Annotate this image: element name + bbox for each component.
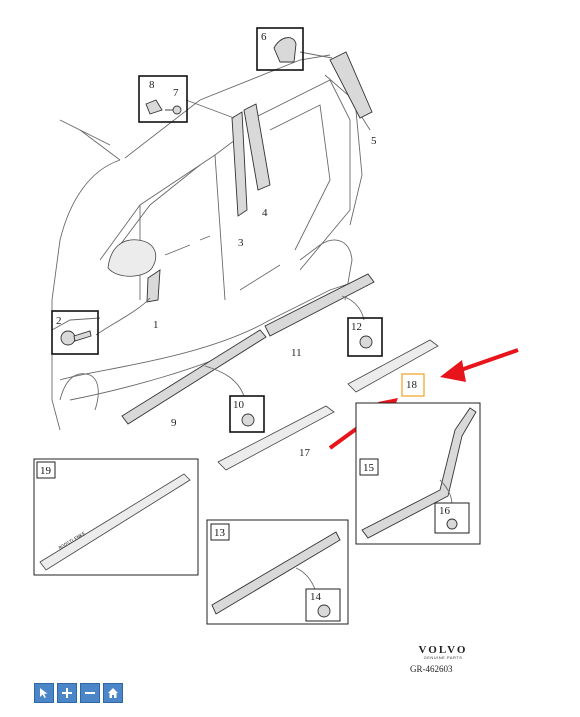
svg-text:16: 16 [439,505,451,517]
part-5-rear-pillar-trim [329,51,373,119]
home-icon [108,688,118,698]
brand-subtitle: GENUINE PARTS [423,655,463,660]
part-1-mirror-trim [146,269,161,303]
volvo-logo: VOLVO [418,644,468,656]
zoom-in-button[interactable] [57,683,77,703]
svg-text:12: 12 [351,321,362,333]
callout-box-10: 10 [229,395,265,433]
label-11: 11 [291,347,302,359]
label-4: 4 [262,207,268,219]
leader-7-8 [185,99,235,119]
svg-text:7: 7 [173,87,179,99]
part-4-pillar-trim [243,103,271,191]
label-1: 1 [153,319,159,331]
home-button[interactable] [103,683,123,703]
svg-text:10: 10 [233,399,245,411]
callout-box-6: 6 [256,27,304,71]
callout-box-7-8: 8 7 [138,75,188,123]
label-5: 5 [371,135,377,147]
svg-text:14: 14 [310,591,322,603]
car-body-outline [51,54,371,431]
label-9: 9 [171,417,177,429]
leader-10 [204,365,245,397]
svg-text:8: 8 [149,79,155,91]
part-9-front-sill-moulding [121,329,267,425]
part-17-scuff-plate [217,405,335,471]
volvo-brand: VOLVO GENUINE PARTS [408,644,478,660]
leader-2 [95,297,151,336]
viewer-toolbar [34,683,123,703]
callout-box-2: 2 [51,310,99,355]
part-3-b-pillar-trim [231,111,248,217]
callout-box-12: 12 [347,317,383,357]
svg-text:6: 6 [261,31,267,43]
svg-text:13: 13 [214,527,226,539]
callout-box-13: 13 14 [206,519,349,625]
svg-text:2: 2 [56,315,62,327]
pointer-icon [40,688,48,698]
label-3: 3 [238,237,244,249]
callout-box-15: 15 16 [355,402,481,545]
svg-text:15: 15 [363,462,375,474]
zoom-out-icon [85,692,95,694]
zoom-in-icon [62,688,72,698]
side-mirror [107,239,156,277]
svg-text:18: 18 [406,379,418,391]
pointer-tool-button[interactable] [34,683,54,703]
part-18-scuff-plate [347,339,439,393]
part-11-rear-sill-moulding [264,273,375,337]
red-arrow-right [440,348,519,382]
leader-6 [299,51,333,59]
diagram-reference: GR-462603 [410,664,453,674]
label-17: 17 [299,447,311,459]
callout-box-19: 19 BOOSTLENKE [33,458,199,576]
callout-box-18-highlighted: 18 [401,373,425,397]
zoom-out-button[interactable] [80,683,100,703]
svg-text:19: 19 [40,465,52,477]
